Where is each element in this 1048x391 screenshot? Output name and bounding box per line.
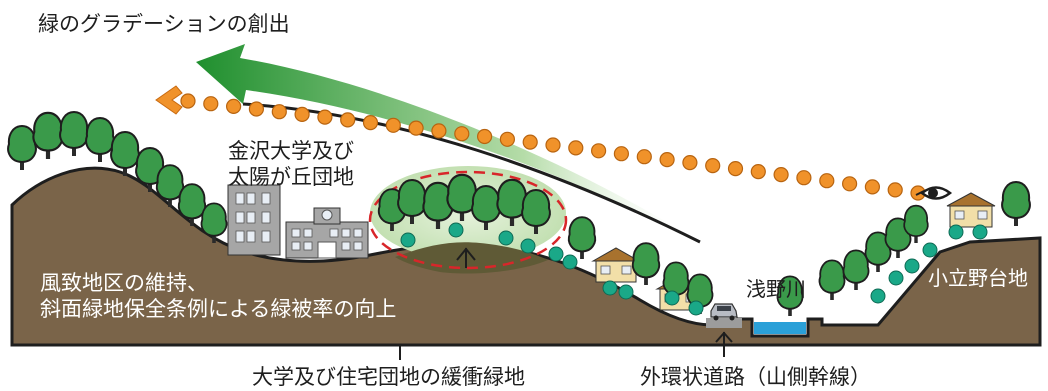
sightline-dot <box>454 126 470 142</box>
tree <box>496 178 528 226</box>
sightline-dot <box>545 137 561 153</box>
sightline-dot <box>636 149 652 165</box>
tree <box>567 216 597 259</box>
sightline-dot <box>180 93 196 109</box>
tree <box>135 146 165 192</box>
sightline-dot <box>340 112 356 128</box>
shrub <box>972 224 988 240</box>
sightline-dot <box>819 173 835 189</box>
tree <box>110 130 140 176</box>
sightline-dot <box>659 152 675 168</box>
sightline-dot <box>841 176 858 192</box>
scenic-district-label: 風致地区の維持、 斜面緑地保全条例による緑被率の向上 <box>40 270 396 322</box>
sightline-dot <box>203 96 219 112</box>
sightline-dot <box>499 131 515 147</box>
sightline-dot <box>226 98 242 115</box>
shrub <box>948 224 964 240</box>
tree <box>903 204 929 243</box>
shrubs <box>400 222 988 316</box>
sightline-dot <box>568 140 584 156</box>
tree <box>631 242 661 285</box>
shrub <box>448 222 464 238</box>
tree <box>776 275 804 316</box>
scenic-district-line2: 斜面緑地保全条例による緑被率の向上 <box>40 297 397 321</box>
university-label: 金沢大学及び 太陽が丘団地 <box>228 138 354 190</box>
shrub <box>922 242 938 258</box>
sightline-dots <box>180 93 926 201</box>
tree <box>842 249 870 290</box>
sightline-dot <box>271 104 287 120</box>
tree <box>177 183 207 226</box>
sightline-arrowhead <box>155 85 183 115</box>
asano-river <box>754 322 806 334</box>
sightline-dot <box>294 106 310 123</box>
sightline-dot <box>431 123 447 139</box>
sightline-dot <box>773 167 789 183</box>
sightline-dot <box>477 128 493 145</box>
outer-road-label: 外環状道路（山側幹線） <box>640 365 871 389</box>
sightline-dot <box>705 158 721 174</box>
buffer-pointer-arrow <box>456 247 476 268</box>
shrub <box>618 284 634 300</box>
tree <box>7 124 37 170</box>
sightline-dot <box>864 179 881 195</box>
buffer-green-label: 大学及び住宅団地の緩衝緑地 <box>252 365 525 389</box>
sightline-dot <box>317 109 333 125</box>
tree <box>155 164 185 207</box>
shrub <box>400 232 416 248</box>
shrub <box>904 258 920 274</box>
trees <box>7 110 1031 316</box>
sightline-dot <box>727 161 744 177</box>
diagram-title: 緑のグラデーションの創出 <box>38 12 290 36</box>
house <box>946 192 996 228</box>
shrub <box>870 288 886 304</box>
shrub <box>520 238 536 254</box>
sightline-dot <box>362 114 379 131</box>
road-pointer-arrow <box>715 331 733 357</box>
shrub <box>548 246 564 262</box>
scenic-district-line1: 風致地区の維持、 <box>40 271 208 295</box>
university-label-line2: 太陽が丘団地 <box>228 165 354 189</box>
car-icon <box>710 303 738 321</box>
sightline-dot <box>248 101 264 117</box>
sightline-dot <box>408 120 424 136</box>
sightline-dot <box>796 170 812 186</box>
sightline-dot <box>613 146 630 162</box>
tree <box>85 116 115 162</box>
shrub <box>888 270 904 286</box>
apartment-building <box>285 207 369 259</box>
house <box>591 247 641 283</box>
tree <box>818 259 846 300</box>
tree <box>397 178 427 224</box>
sightline-dot <box>385 117 401 133</box>
plateau-label: 小立野台地 <box>928 266 1028 290</box>
outer-ring-road <box>706 318 742 328</box>
shrub <box>664 290 680 306</box>
shrub <box>688 300 704 316</box>
tree <box>200 202 228 243</box>
tree <box>521 188 551 234</box>
green-gradient-arrow-icon <box>196 44 700 242</box>
tree <box>32 111 64 159</box>
sightline-dot <box>750 164 766 180</box>
shrub <box>602 280 618 296</box>
shrub <box>498 230 514 246</box>
sightline-dot <box>522 134 538 150</box>
tree <box>446 173 478 221</box>
sightline-dot <box>682 155 698 171</box>
university-label-line1: 金沢大学及び <box>228 139 354 163</box>
tree <box>1001 180 1031 226</box>
sightline-dot <box>887 182 903 198</box>
shrub <box>562 254 578 270</box>
sightline-dot <box>590 143 607 159</box>
buffer-dashed-outline <box>368 170 568 270</box>
eye-icon <box>915 186 953 200</box>
university-building <box>227 184 281 256</box>
river-label: 浅野川 <box>746 277 806 301</box>
tree <box>59 110 89 156</box>
